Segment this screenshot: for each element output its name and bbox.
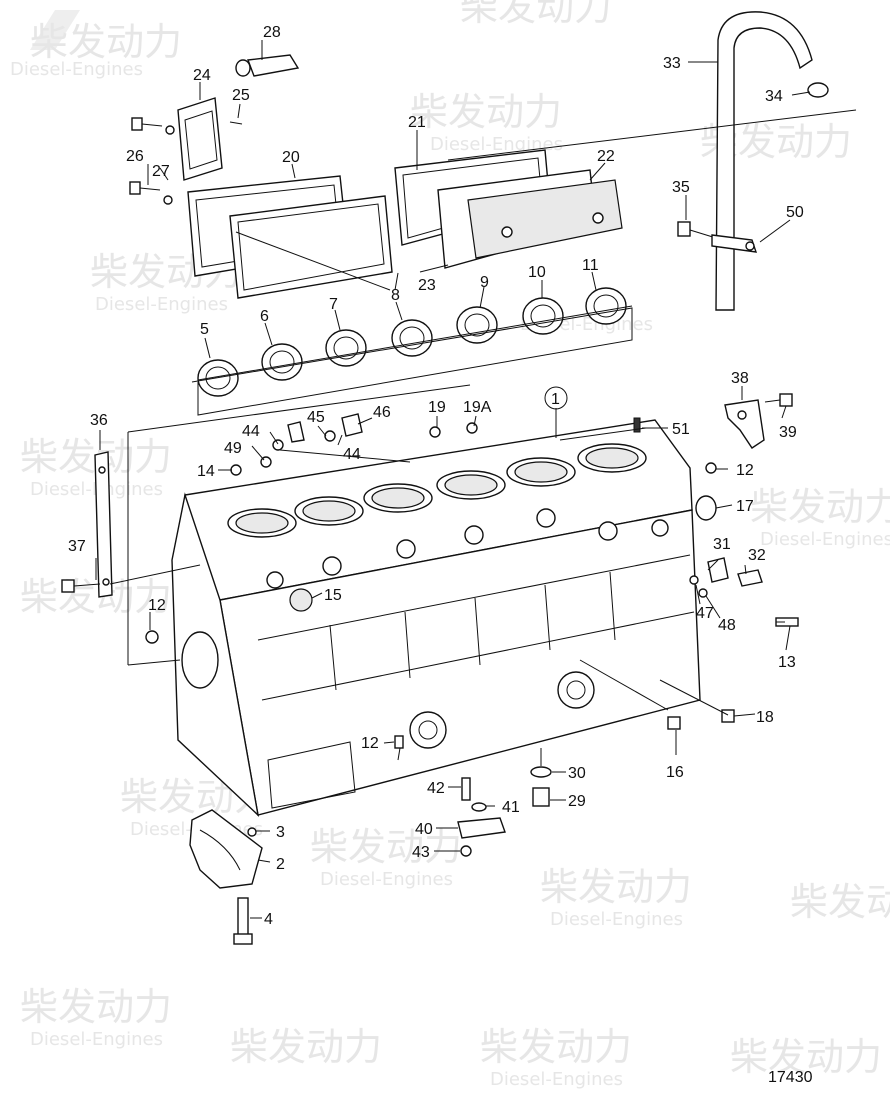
- leader-lines: [95, 40, 857, 919]
- callout-12-right: 12: [736, 462, 754, 479]
- watermark-cn: 柴发动力: [410, 90, 562, 134]
- callout-31: 31: [713, 536, 731, 553]
- watermark-cn: 柴发动力: [540, 865, 692, 909]
- callout-12-left: 12: [148, 597, 166, 614]
- callout-labels: 1 2 3 4 5 6 7 8 9 10 11 12 12 12 13 14 1…: [68, 24, 804, 928]
- watermark-en: Diesel-Engines: [30, 1029, 163, 1050]
- callout-29: 29: [568, 793, 586, 810]
- callout-47: 47: [696, 605, 714, 622]
- camshaft-bushings: [191, 287, 633, 416]
- callout-23: 23: [418, 277, 436, 294]
- callout-21: 21: [408, 114, 426, 131]
- callout-34: 34: [765, 88, 783, 105]
- watermark-cn: 柴发动力: [730, 1035, 882, 1079]
- callout-22: 22: [597, 148, 615, 165]
- inspection-covers: [129, 54, 623, 299]
- watermark-en: Diesel-Engines: [10, 59, 143, 80]
- watermark-cn: 柴发动力: [310, 825, 462, 869]
- watermark-en: Diesel-Engines: [550, 909, 683, 930]
- callout-7: 7: [329, 296, 338, 313]
- watermark-cn: 柴发动力: [750, 485, 890, 529]
- callout-40: 40: [415, 821, 433, 838]
- watermark-en: Diesel-Engines: [320, 869, 453, 890]
- cylinder-block-part: [171, 419, 717, 817]
- callout-41: 41: [502, 799, 520, 816]
- callout-8: 8: [391, 287, 400, 304]
- callout-36: 36: [90, 412, 108, 429]
- callout-1: 1: [551, 391, 560, 408]
- callout-19: 19: [428, 399, 446, 416]
- callout-9: 9: [480, 274, 489, 291]
- bushing-8: [391, 319, 433, 357]
- screw-26-part: [129, 117, 163, 195]
- cover-gasket-part: [229, 195, 393, 299]
- callout-25: 25: [232, 87, 250, 104]
- bracket-38-part: [724, 399, 765, 449]
- callout-37: 37: [68, 538, 86, 555]
- small-cover-part: [177, 97, 223, 181]
- callout-19a: 19A: [463, 399, 492, 416]
- callout-39: 39: [779, 424, 797, 441]
- watermark-cn: 柴发动力: [20, 575, 172, 619]
- oil-dipstick-tube-part: [677, 11, 829, 311]
- callout-20: 20: [282, 149, 300, 166]
- callout-51: 51: [672, 421, 690, 438]
- callout-33: 33: [663, 55, 681, 72]
- callout-10: 10: [528, 264, 546, 281]
- sealant-tube-part: [247, 54, 300, 77]
- watermark-cn: 柴发动力: [460, 0, 612, 29]
- callout-4: 4: [264, 911, 273, 928]
- bushing-9: [456, 306, 498, 344]
- callout-27: 27: [152, 163, 170, 180]
- callout-43: 43: [412, 844, 430, 861]
- cover-plate-22-part: [467, 179, 623, 259]
- callout-35: 35: [672, 179, 690, 196]
- small-fittings: [145, 413, 799, 857]
- callout-30: 30: [568, 765, 586, 782]
- callout-6: 6: [260, 308, 269, 325]
- bushing-10: [522, 297, 564, 335]
- bushing-6: [261, 343, 303, 381]
- callout-44-right: 44: [343, 446, 361, 463]
- drawing-number: 17430: [768, 1069, 813, 1086]
- watermark-en: Diesel-Engines: [760, 529, 890, 550]
- watermark-cn: 柴发动力: [30, 20, 182, 64]
- callout-24: 24: [193, 67, 211, 84]
- callout-42: 42: [427, 780, 445, 797]
- watermark-en: Diesel-Engines: [490, 1069, 623, 1090]
- watermark-en: Diesel-Engines: [95, 294, 228, 315]
- callout-18: 18: [756, 709, 774, 726]
- main-bearing-cap-part: [189, 809, 263, 945]
- bushing-11: [585, 287, 627, 325]
- callout-48: 48: [718, 617, 736, 634]
- callout-16: 16: [666, 764, 684, 781]
- callout-45: 45: [307, 409, 325, 426]
- callout-32: 32: [748, 547, 766, 564]
- callout-50: 50: [786, 204, 804, 221]
- callout-15: 15: [324, 587, 342, 604]
- callout-49: 49: [224, 440, 242, 457]
- callout-44-left: 44: [242, 423, 260, 440]
- callout-2: 2: [276, 856, 285, 873]
- callout-11: 11: [582, 257, 599, 274]
- watermark-cn: 柴发动力: [790, 880, 890, 924]
- bracket-36-part: [61, 451, 113, 598]
- callout-28: 28: [263, 24, 281, 41]
- callout-3: 3: [276, 824, 285, 841]
- callout-13: 13: [778, 654, 796, 671]
- watermark-cn: 柴发动力: [230, 1025, 382, 1069]
- callout-12-bottom: 12: [361, 735, 379, 752]
- callout-38: 38: [731, 370, 749, 387]
- callout-46: 46: [373, 404, 391, 421]
- callout-circle-icon: [544, 386, 568, 410]
- callout-14: 14: [197, 463, 215, 480]
- callout-26: 26: [126, 148, 144, 165]
- watermark-logo-icon: [30, 10, 80, 50]
- watermark-cn: 柴发动力: [20, 985, 172, 1029]
- bushing-7: [325, 329, 367, 367]
- callout-5: 5: [200, 321, 209, 338]
- callout-17: 17: [736, 498, 754, 515]
- watermark-cn: 柴发动力: [480, 1025, 632, 1069]
